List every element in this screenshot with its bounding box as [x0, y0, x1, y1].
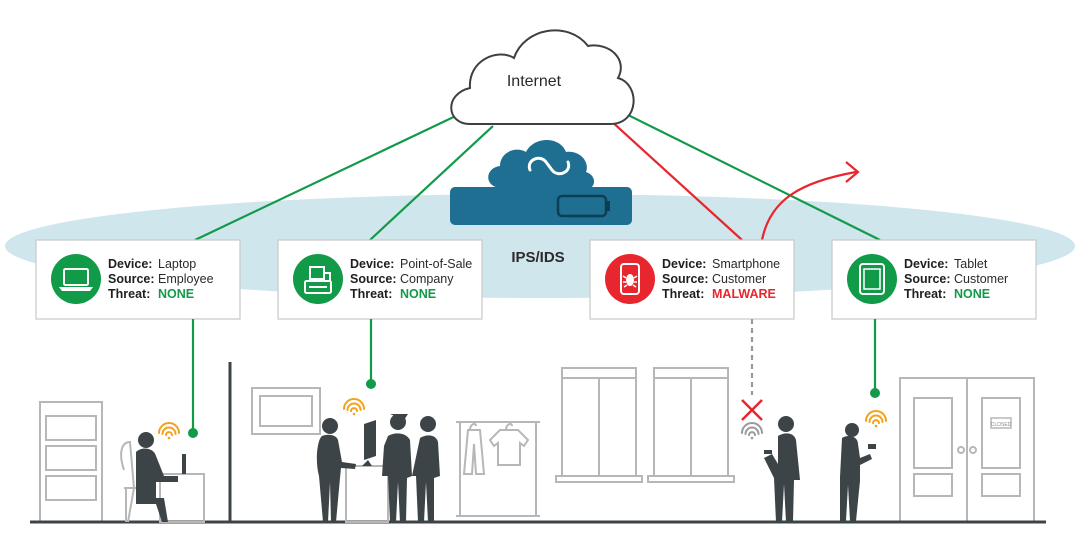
window-right: [647, 367, 735, 483]
threat-label: Threat:: [350, 287, 392, 301]
internet-cloud: Internet: [450, 29, 635, 125]
threat-value: NONE: [158, 287, 194, 301]
ipsids-label: IPS/IDS: [511, 249, 564, 266]
svg-text:CLOSED: CLOSED: [991, 422, 1012, 428]
tablet-icon: [847, 254, 897, 304]
threat-value: NONE: [400, 287, 436, 301]
internet-label: Internet: [507, 73, 562, 90]
device-label: Device:: [350, 257, 394, 271]
connection-line-smartphone: [609, 119, 743, 241]
pos-scene: [316, 414, 440, 523]
device-label: Device:: [108, 257, 152, 271]
device-cards: Device:LaptopSource:EmployeeThreat:NONED…: [35, 239, 1037, 320]
device-value: Smartphone: [712, 257, 780, 271]
clothes-rack: [456, 421, 540, 517]
infected-phone-icon: [605, 254, 655, 304]
shelving-unit: [39, 401, 103, 523]
threat-value: MALWARE: [712, 287, 776, 301]
appliance-cloud-badge: [488, 140, 595, 190]
appliance-logo-icon: [527, 156, 571, 176]
drop-node-laptop: [188, 428, 198, 438]
connection-line-tablet: [621, 111, 881, 241]
threat-label: Threat:: [662, 287, 704, 301]
store-interior: [39, 362, 1035, 523]
wifi-icon-smartphone: [741, 422, 763, 440]
device-value: Tablet: [954, 257, 988, 271]
source-value: Employee: [158, 272, 214, 286]
drop-node-tablet: [870, 388, 880, 398]
customer-with-smartphone: [764, 416, 800, 522]
source-label: Source:: [904, 272, 951, 286]
source-label: Source:: [350, 272, 397, 286]
pos-terminal: [362, 420, 376, 466]
threat-label: Threat:: [108, 287, 150, 301]
appliance-body: [450, 187, 632, 225]
device-connection-drops: [188, 319, 880, 438]
source-label: Source:: [662, 272, 709, 286]
wall-picture: [251, 387, 321, 435]
device-card: Device: Point-of-SaleSource:CompanyThreat…: [277, 239, 483, 320]
wifi-signals: [158, 398, 887, 440]
store-double-door: [899, 377, 1035, 523]
source-value: Company: [400, 272, 454, 286]
wifi-icon-pos: [343, 398, 365, 416]
ipsids-coverage-zone: [5, 194, 1075, 298]
laptop-icon: [51, 254, 101, 304]
source-value: Customer: [712, 272, 766, 286]
laptop-screen: [182, 454, 186, 474]
threat-value: NONE: [954, 287, 990, 301]
connection-line-pos: [369, 125, 494, 241]
device-value: Laptop: [158, 257, 196, 271]
window-left: [555, 367, 643, 483]
connection-lines: [194, 111, 881, 241]
pos-counter: [345, 465, 389, 523]
customer-with-tablet: [840, 423, 876, 521]
connection-line-laptop: [194, 112, 463, 241]
drop-node-pos: [366, 379, 376, 389]
device-value: Point-of-Sale: [400, 257, 472, 271]
device-label: Device:: [904, 257, 948, 271]
employee-at-desk: [120, 432, 205, 523]
cash-register-icon: [293, 254, 343, 304]
device-label: Device:: [662, 257, 706, 271]
ipsids-appliance: IPS/IDS: [450, 140, 632, 266]
source-value: Customer: [954, 272, 1008, 286]
source-label: Source:: [108, 272, 155, 286]
threat-label: Threat:: [904, 287, 946, 301]
malware-exfiltration-arrow: [760, 161, 860, 241]
blocked-x-icon: [741, 399, 763, 421]
wifi-icon-tablet: [865, 410, 887, 428]
wifi-icon-laptop: [158, 422, 180, 440]
door-sign: CLOSED: [990, 417, 1012, 429]
